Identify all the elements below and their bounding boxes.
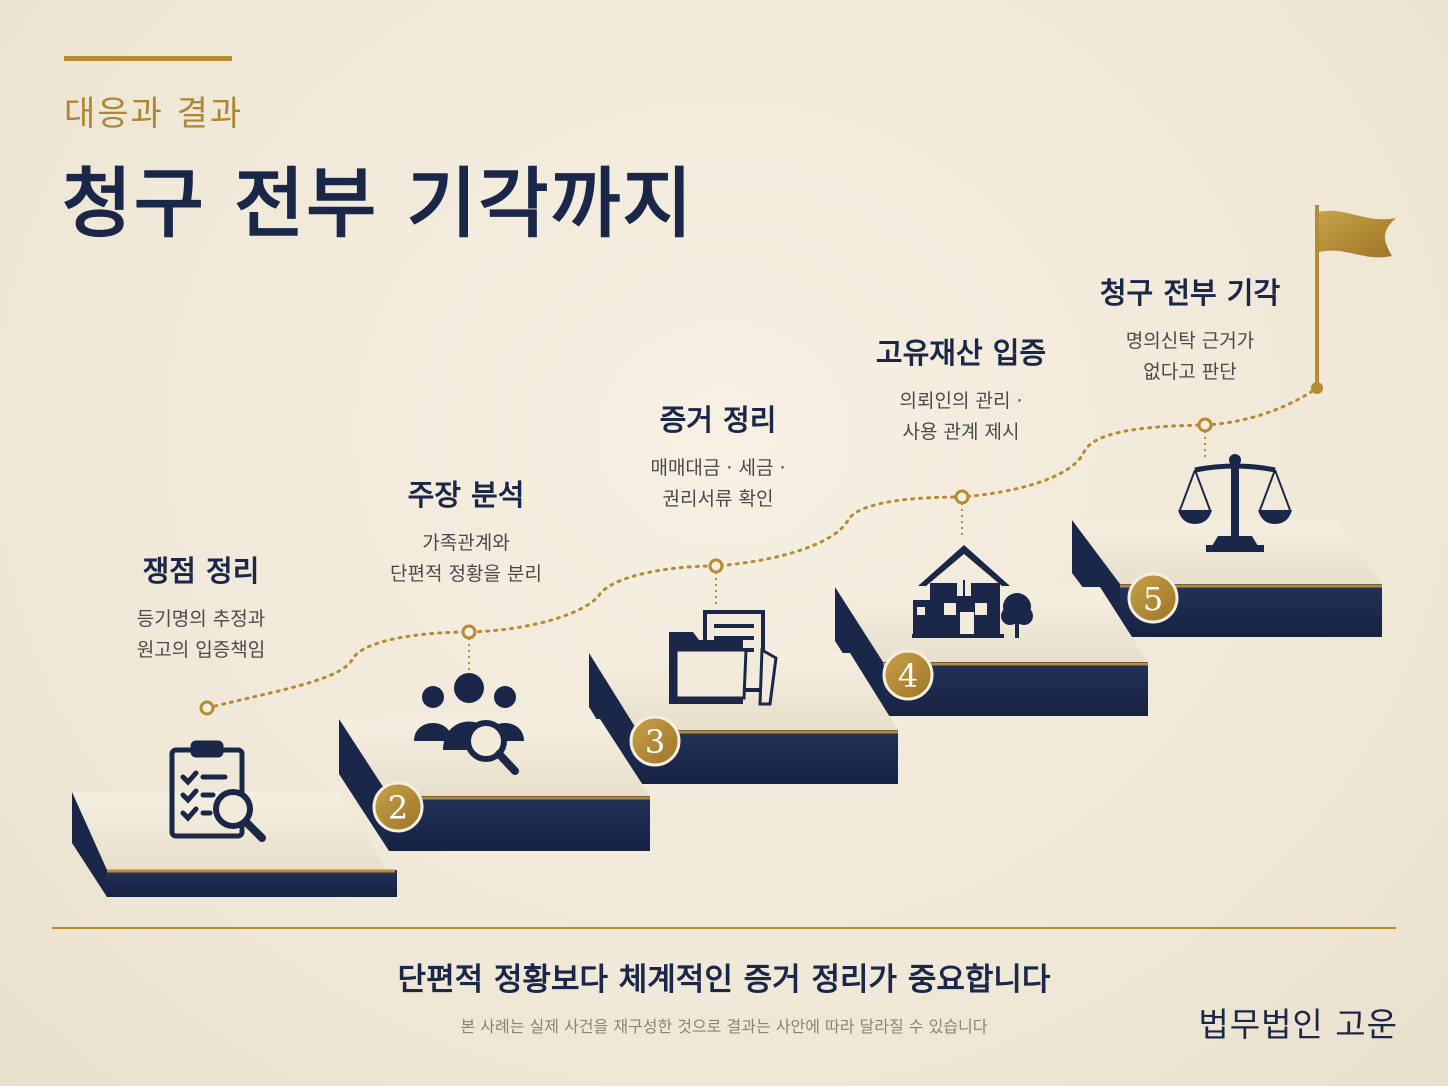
step-title-2: 주장 분석: [407, 478, 525, 512]
step-label-4: 고유재산 입증 의뢰인의 관리 · 사용 관계 제시: [876, 330, 1046, 448]
step-number-3: 3: [645, 723, 665, 761]
step-desc-3-line1: 매매대금 · 세금 ·: [650, 457, 786, 479]
step-number-2: 2: [388, 789, 408, 827]
step-label-2: 주장 분석 가족관계와 단편적 정황을 분리: [390, 472, 542, 590]
step-number-5: 5: [1143, 580, 1163, 618]
people-search-icon: [414, 673, 524, 775]
goal-flag-icon: [1311, 205, 1396, 394]
step-badge-5: 5: [1127, 572, 1179, 624]
step-title-1: 쟁점 정리: [142, 554, 260, 588]
step-title-5: 청구 전부 기각: [1099, 276, 1281, 310]
step-desc-2-line1: 가족관계와: [422, 532, 510, 554]
step-desc-1-line1: 등기명의 추정과: [136, 608, 266, 630]
step-label-5: 청구 전부 기각 명의신탁 근거가 없다고 판단: [1100, 270, 1280, 388]
page-title: 청구 전부 기각까지: [62, 159, 695, 248]
firm-name: 법무법인 고운: [1198, 1005, 1398, 1044]
section-kicker: 대응과 결과: [64, 94, 244, 134]
clipboard-search-icon: [169, 740, 266, 842]
step-desc-5-line1: 명의신탁 근거가: [1125, 330, 1255, 352]
marker-stems: [468, 431, 1206, 672]
progress-dotted-path: [205, 386, 1319, 710]
footer-disclaimer: 본 사례는 실제 사건을 재구성한 것으로 결과는 사안에 따라 달라질 수 있…: [460, 1017, 988, 1036]
step-badge-3: 3: [629, 715, 681, 767]
milestone-markers: [199, 417, 1213, 716]
step-desc-1-line2: 원고의 입증책임: [136, 639, 266, 661]
step-badge-4: 4: [882, 649, 934, 701]
step-desc-4-line1: 의뢰인의 관리 ·: [899, 390, 1023, 412]
document-folder-icon: [669, 610, 778, 706]
step-title-4: 고유재산 입증: [875, 336, 1047, 370]
step-title-3: 증거 정리: [659, 403, 777, 437]
step-desc-4-line2: 사용 관계 제시: [902, 421, 1020, 443]
bottom-gold-rule: [52, 927, 1396, 929]
step-desc-5-line2: 없다고 판단: [1143, 361, 1237, 383]
footer-tagline: 단편적 정황보다 체계적인 증거 정리가 중요합니다: [397, 962, 1051, 998]
top-gold-rule: [64, 56, 232, 61]
stair-step-3: [589, 653, 898, 784]
step-number-4: 4: [898, 657, 918, 695]
step-label-1: 쟁점 정리 등기명의 추정과 원고의 입증책임: [137, 548, 265, 666]
step-desc-2-line2: 단편적 정황을 분리: [390, 563, 542, 585]
stair-step-1: [72, 792, 397, 897]
house-icon: [912, 545, 1033, 638]
scales-icon: [1178, 454, 1292, 552]
step-label-3: 증거 정리 매매대금 · 세금 · 권리서류 확인: [650, 397, 785, 515]
step-badge-2: 2: [372, 781, 424, 833]
step-desc-3-line2: 권리서류 확인: [662, 488, 774, 510]
